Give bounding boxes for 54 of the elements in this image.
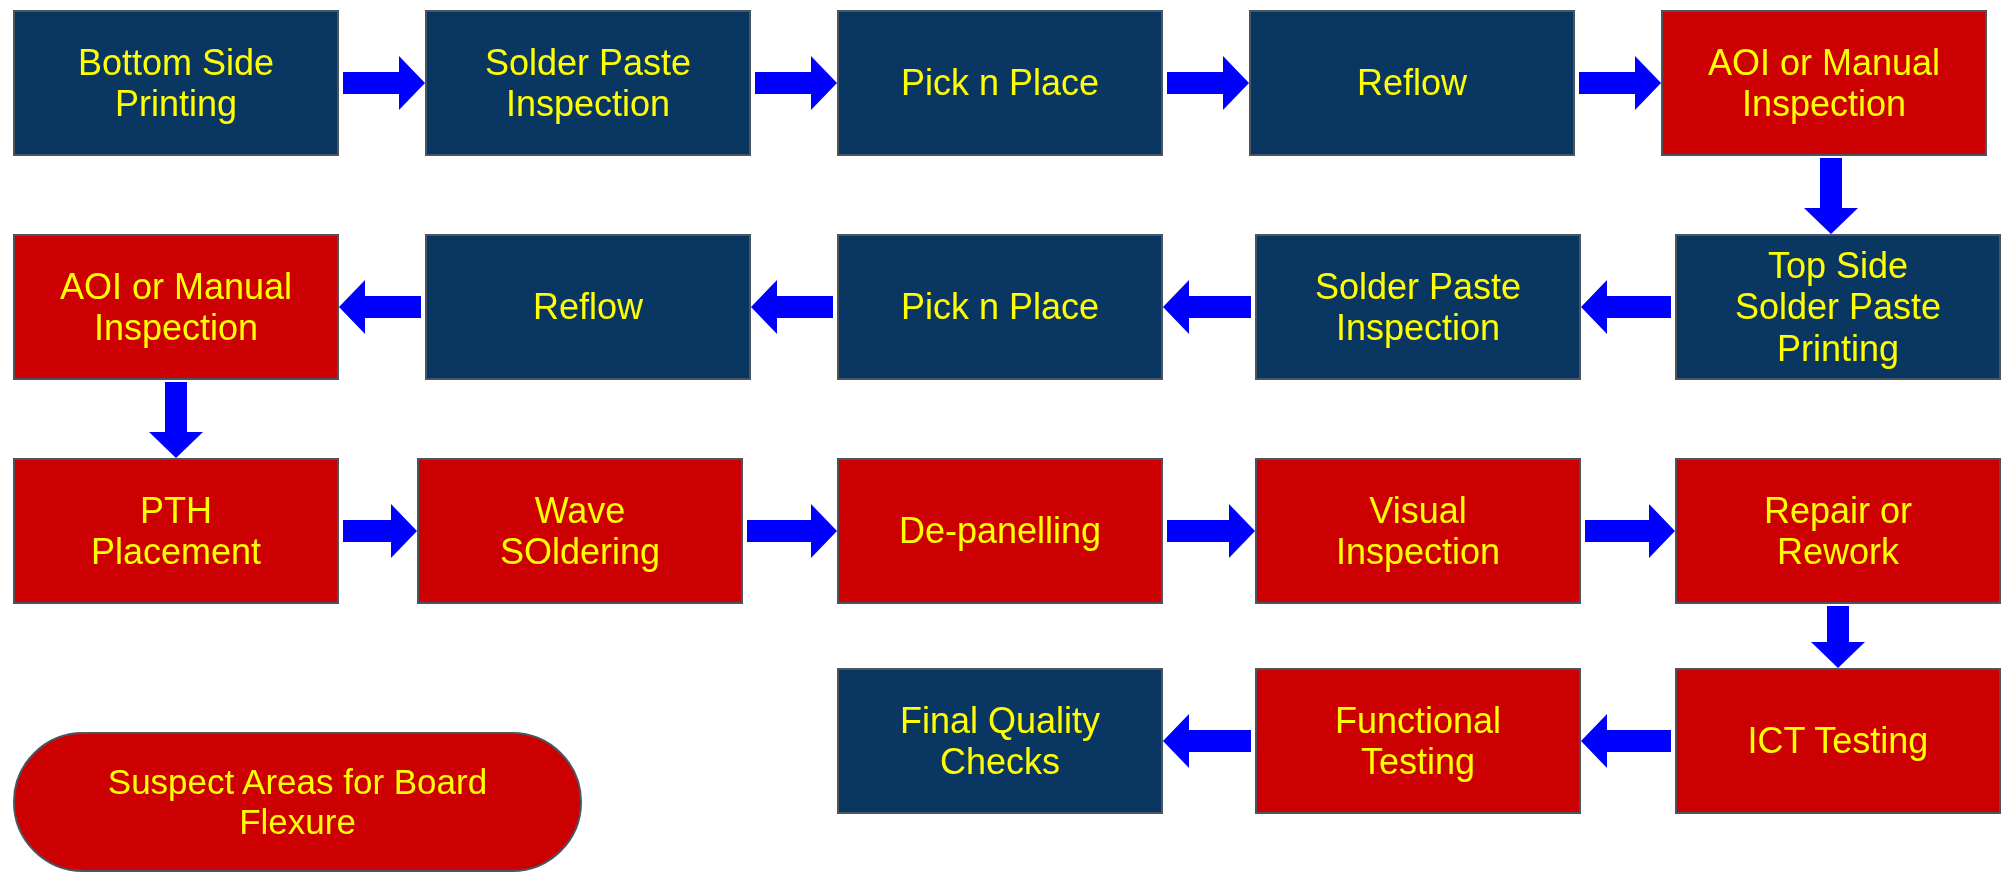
process-box	[837, 668, 1163, 814]
process-box	[1249, 10, 1575, 156]
arrow	[1167, 56, 1249, 110]
step-label: Solder Paste Inspection	[1313, 265, 1523, 349]
arrow	[755, 56, 837, 110]
process-box	[1255, 458, 1581, 604]
process-box	[1255, 668, 1581, 814]
process-box	[425, 10, 751, 156]
arrow	[1163, 280, 1251, 334]
process-box	[13, 458, 339, 604]
process-box	[1675, 668, 2001, 814]
arrow	[1167, 504, 1255, 558]
process-box	[1255, 234, 1581, 380]
arrow	[1585, 504, 1675, 558]
step-label: Repair or Rework	[1762, 489, 1914, 573]
arrow	[1804, 158, 1858, 234]
arrow	[343, 56, 425, 110]
arrow	[1811, 606, 1865, 668]
process-box	[13, 234, 339, 380]
arrow	[343, 504, 417, 558]
step-label: ICT Testing	[1747, 720, 1929, 762]
process-box	[837, 234, 1163, 380]
step-label: Wave SOldering	[498, 489, 662, 573]
step-label: Reflow	[1356, 62, 1467, 104]
step-label: Reflow	[532, 286, 643, 328]
arrow	[149, 382, 203, 458]
process-box	[1675, 458, 2001, 604]
process-box	[837, 458, 1163, 604]
step-label: Visual Inspection	[1334, 489, 1502, 573]
step-label: PTH Placement	[89, 489, 263, 573]
arrow	[747, 504, 837, 558]
legend-text: Suspect Areas for Board Flexure	[106, 761, 489, 843]
step-label: Final Quality Checks	[898, 699, 1102, 783]
step-label: AOI or Manual Inspection	[58, 265, 294, 349]
arrow	[1579, 56, 1661, 110]
process-box	[13, 10, 339, 156]
arrow	[339, 280, 421, 334]
step-label: Top Side Solder Paste Printing	[1733, 244, 1943, 370]
process-box	[1661, 10, 1987, 156]
process-box	[425, 234, 751, 380]
step-label: Pick n Place	[900, 286, 1100, 328]
step-label: De-panelling	[898, 510, 1102, 552]
step-label: Solder Paste Inspection	[483, 41, 693, 125]
arrow	[1581, 280, 1671, 334]
arrow	[751, 280, 833, 334]
step-label: Functional Testing	[1333, 699, 1503, 783]
process-box	[417, 458, 743, 604]
step-label: Bottom Side Printing	[76, 41, 276, 125]
process-box	[837, 10, 1163, 156]
arrow	[1581, 714, 1671, 768]
step-label: AOI or Manual Inspection	[1706, 41, 1942, 125]
step-label: Pick n Place	[900, 62, 1100, 104]
arrow	[1163, 714, 1251, 768]
process-box	[1675, 234, 2001, 380]
